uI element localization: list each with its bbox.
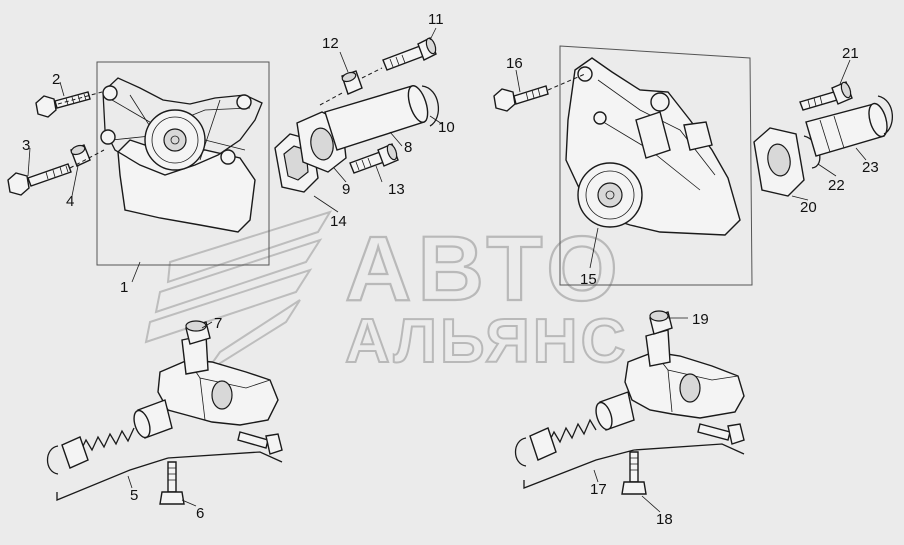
circlip-17 (514, 437, 527, 467)
callout-12: 12 (322, 35, 339, 52)
parts-20-23 (753, 81, 893, 197)
cap-5 (61, 436, 89, 469)
watermark-logo-stripes (144, 210, 333, 373)
bracket-1-boss-d (236, 94, 252, 110)
assembly-5 (46, 320, 283, 505)
callout-15: 15 (580, 271, 597, 288)
cap-17 (529, 427, 557, 461)
watermark-line1: АВТО (345, 218, 624, 320)
spring-5 (79, 427, 135, 453)
callout-20: 20 (800, 199, 817, 216)
callout-17: 17 (590, 481, 607, 498)
callout-2: 2 (52, 71, 60, 88)
callout-14: 14 (330, 213, 347, 230)
bracket-1-boss-c (220, 149, 236, 165)
spacer-4-icon (70, 144, 91, 167)
bolt-21-icon (799, 81, 853, 111)
callout-16: 16 (506, 55, 523, 72)
bracket-line-5 (56, 457, 169, 501)
bolt-5-side-icon (237, 431, 283, 455)
callout-3: 3 (22, 137, 30, 154)
ring-10 (421, 85, 440, 127)
callout-19: 19 (692, 311, 709, 328)
callout-21: 21 (842, 45, 859, 62)
callout-10: 10 (438, 119, 455, 136)
bolt-13-icon (349, 143, 399, 174)
watermark: АВТО АЛЬЯНС (144, 210, 628, 377)
spacer-12-icon (341, 70, 363, 95)
callout-23: 23 (862, 159, 879, 176)
bolt-3-icon (7, 163, 72, 196)
bolt-18-icon (621, 451, 647, 495)
circlip-5 (46, 445, 59, 475)
callout-8: 8 (404, 139, 412, 156)
callout-11: 11 (428, 11, 444, 28)
assembly-17 (514, 310, 745, 495)
pump-housing-1 (117, 139, 256, 233)
assembly-15-frame (559, 45, 753, 286)
body-15-boss-c (650, 92, 670, 112)
parts-8-14 (274, 37, 440, 193)
callout-7: 7 (214, 315, 222, 332)
spring-17 (547, 418, 597, 445)
gear-1-icon (144, 109, 206, 171)
ring-23-end (877, 95, 893, 135)
assembly-15 (493, 45, 753, 286)
callout-1: 1 (120, 279, 128, 296)
bolt-2-icon (35, 91, 91, 118)
bracket-1 (102, 77, 263, 176)
callout-13: 13 (388, 181, 405, 198)
plug-7-icon (185, 320, 211, 345)
bracket-line-17 (523, 449, 635, 489)
assembly-1 (7, 61, 270, 266)
assembly-1-frame (96, 61, 270, 266)
callout-6: 6 (196, 505, 204, 522)
watermark-line2: АЛЬЯНС (345, 307, 628, 376)
body-15-boss-a (577, 66, 593, 82)
bolt-16-icon (493, 85, 549, 112)
callout-4: 4 (66, 193, 74, 210)
bracket-1-boss-a (102, 85, 118, 101)
leader-lines (27, 27, 867, 513)
bolt-6-icon (159, 461, 185, 505)
plug-19-icon (649, 310, 673, 335)
callout-9: 9 (342, 181, 350, 198)
gear-15-icon (577, 162, 643, 228)
bracket-1-boss-b (100, 129, 116, 145)
bolt-17-side-icon (697, 423, 745, 445)
body-15-boss-b (593, 111, 607, 125)
callout-18: 18 (656, 511, 673, 528)
callout-5: 5 (130, 487, 138, 504)
bolt-11-icon (382, 37, 437, 71)
callout-22: 22 (828, 177, 845, 194)
callout-labels: 1 2 3 4 5 6 7 8 9 10 11 12 13 14 15 16 1… (22, 11, 879, 528)
